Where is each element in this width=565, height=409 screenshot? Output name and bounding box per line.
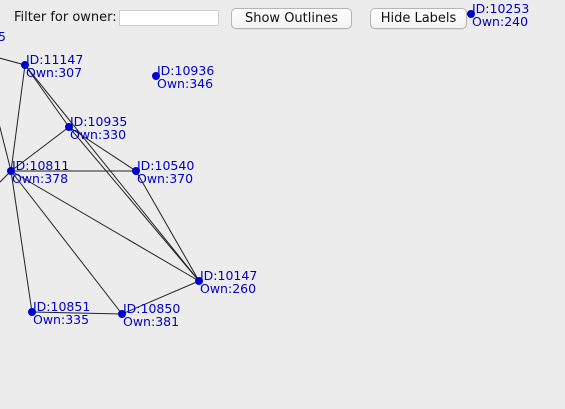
graph-edge-offscreen xyxy=(0,125,12,172)
owner-filter-label: Filter for owner: xyxy=(14,10,117,25)
node-dot[interactable] xyxy=(7,167,15,175)
node-id-label: ID:10936 xyxy=(157,63,214,78)
graph-edge xyxy=(68,126,137,172)
node-id-label: ID:10851 xyxy=(33,299,90,314)
graph-edge xyxy=(10,170,200,282)
graph-edge xyxy=(121,280,200,315)
graph-edge xyxy=(135,170,200,282)
graph-edge-offscreen xyxy=(0,170,12,183)
node-dot[interactable] xyxy=(467,10,475,18)
offscreen-node-label: 5 xyxy=(0,29,6,44)
owner-filter-input[interactable] xyxy=(119,10,219,26)
graph-edge xyxy=(31,311,123,315)
graph-edge-offscreen xyxy=(0,57,26,66)
node-owner-label: Own:330 xyxy=(70,127,126,142)
node-id-label: ID:10540 xyxy=(137,158,194,173)
node-id-label: ID:10935 xyxy=(70,114,127,129)
graph-edge xyxy=(68,126,200,282)
node-dot[interactable] xyxy=(21,61,29,69)
graph-edge xyxy=(24,64,70,128)
show-outlines-button[interactable]: Show Outlines xyxy=(231,8,352,29)
node-id-label: ID:11147 xyxy=(26,52,83,67)
edge-layer xyxy=(10,64,200,315)
node-dot[interactable] xyxy=(132,167,140,175)
node-dot[interactable] xyxy=(195,277,203,285)
node-dot[interactable] xyxy=(28,308,36,316)
graph-edge xyxy=(10,64,26,172)
node-owner-label: Own:378 xyxy=(12,171,68,186)
node-id-label: ID:10811 xyxy=(12,158,69,173)
graph-edge xyxy=(10,126,70,172)
hide-labels-button[interactable]: Hide Labels xyxy=(370,8,467,29)
node-id-label: ID:10253 xyxy=(472,1,529,16)
graph-edge xyxy=(10,170,123,315)
offscreen-edge-layer xyxy=(0,57,26,183)
node-owner-label: Own:370 xyxy=(137,171,193,186)
node-id-label: ID:10147 xyxy=(200,268,257,283)
graph-edge xyxy=(24,64,200,282)
node-owner-label: Own:346 xyxy=(157,76,213,91)
graph-edge xyxy=(10,170,33,313)
node-owner-label: Own:260 xyxy=(200,281,256,296)
node-dot[interactable] xyxy=(65,123,73,131)
node-owner-label: Own:381 xyxy=(123,314,179,329)
node-owner-label: Own:307 xyxy=(26,65,82,80)
node-id-label: ID:10850 xyxy=(123,301,180,316)
node-dot[interactable] xyxy=(118,310,126,318)
node-dot[interactable] xyxy=(152,72,160,80)
node-owner-label: Own:240 xyxy=(472,14,528,29)
node-owner-label: Own:335 xyxy=(33,312,89,327)
